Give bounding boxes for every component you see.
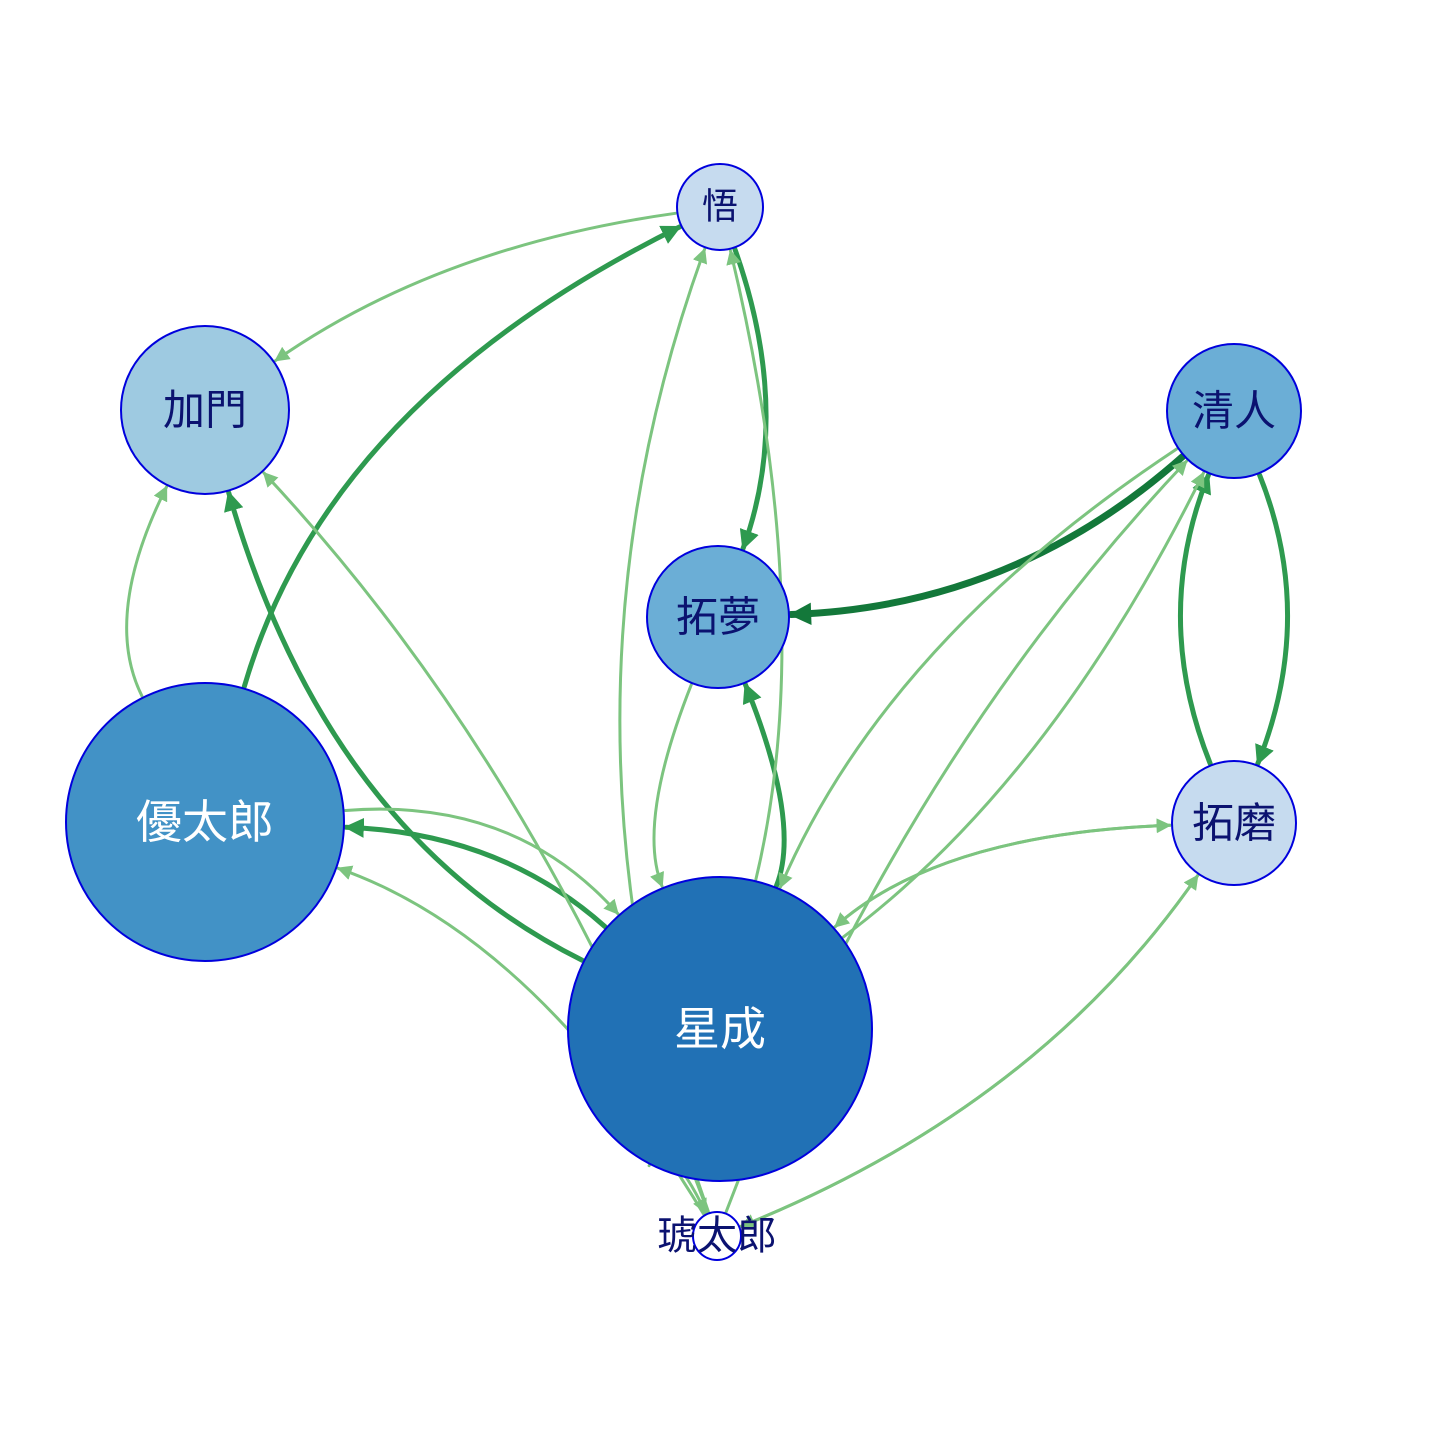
edge-satoru-kamon [273, 211, 677, 363]
edge-seina-yutaro [343, 817, 608, 930]
node-takumu: 拓夢 [646, 545, 790, 689]
edge-seina-takumu [742, 682, 787, 889]
node-circle-yutaro [65, 682, 345, 962]
node-label-seina: 星成 [674, 1002, 766, 1056]
node-kamon: 加門 [120, 325, 290, 495]
edge-yutaro-kamon [125, 485, 168, 698]
node-label-yutaro: 優太郎 [136, 795, 274, 849]
edge-kiyoto-seina [778, 447, 1178, 889]
edge-takuma-kiyoto [1177, 472, 1213, 767]
edge-seina-takuma [833, 818, 1172, 929]
node-circle-kamon [120, 325, 290, 495]
node-label-takumu: 拓夢 [676, 593, 760, 642]
edge-takuma-kotaro [739, 874, 1200, 1229]
node-kiyoto: 清人 [1166, 343, 1302, 479]
node-label-kiyoto: 清人 [1192, 387, 1276, 436]
edge-seina-kiyoto [841, 471, 1205, 939]
node-kotaro: 琥太郎 [657, 1211, 777, 1261]
node-label-takuma: 拓磨 [1192, 799, 1276, 848]
edge-seina-kamon [224, 490, 585, 963]
edge-satoru-takumu [732, 246, 769, 551]
edge-takuma-seina [833, 823, 1172, 929]
node-label-kamon: 加門 [163, 386, 247, 435]
edge-kiyoto-takuma [1255, 472, 1291, 767]
node-circle-satoru [676, 163, 764, 251]
node-takuma: 拓磨 [1171, 760, 1297, 886]
node-circle-takumu [646, 545, 790, 689]
node-circle-takuma [1171, 760, 1297, 886]
node-circle-seina [567, 876, 873, 1182]
node-circle-kotaro [692, 1211, 742, 1261]
node-satoru: 悟 [676, 163, 764, 251]
edge-yutaro-satoru [241, 224, 683, 690]
edge-kiyoto-takumu [787, 453, 1186, 625]
node-label-kotaro: 琥太郎 [657, 1213, 777, 1259]
node-circle-kiyoto [1166, 343, 1302, 479]
node-label-satoru: 悟 [702, 187, 738, 228]
node-yutaro: 優太郎 [65, 682, 345, 962]
edge-takumu-seina [650, 683, 693, 888]
node-seina: 星成 [567, 876, 873, 1182]
edge-yutaro-seina [344, 807, 620, 916]
